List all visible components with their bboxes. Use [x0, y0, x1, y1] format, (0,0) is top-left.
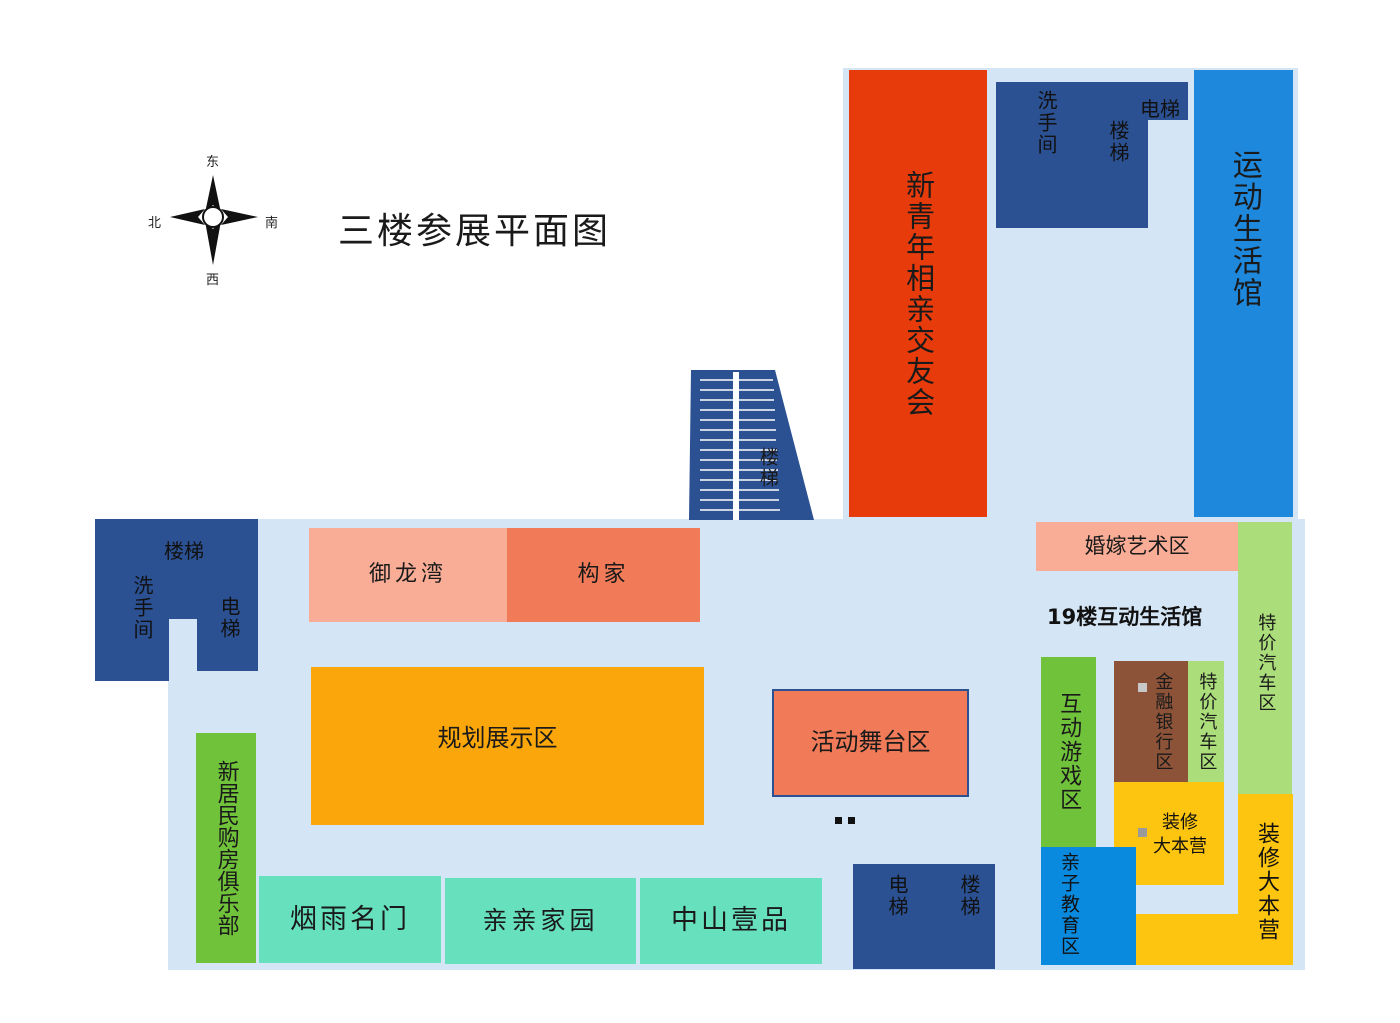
zone-zhongshan-label: 中山壹品	[671, 905, 791, 937]
zone-qinzi-label: 亲子教育区	[1058, 852, 1080, 957]
zone-goujia-label: 构家	[577, 562, 630, 588]
zone-jinrong[interactable]: 金融银行区	[1114, 661, 1188, 782]
zone-jinrong-label: 金融银行区	[1152, 671, 1174, 772]
stair-ne-label: 楼梯	[1106, 120, 1130, 164]
compass-south: 南	[265, 216, 279, 231]
zone-xinjumin[interactable]: 新居民购房俱乐部	[196, 733, 256, 963]
zone-zhongshan[interactable]: 中山壹品	[640, 878, 822, 964]
zone-zhuangxiu-right-label: 装修大本营	[1254, 822, 1279, 942]
zone-tejia-right-label: 特价汽车区	[1255, 613, 1277, 713]
zone-xinjumin-label: 新居民购房俱乐部	[213, 760, 239, 936]
service-block-w	[95, 519, 258, 619]
restroom-ne-label: 洗手间	[1034, 90, 1058, 156]
zone-xinqingnian-label: 新青年相亲交友会	[901, 169, 936, 418]
elevator-s-label: 电梯	[885, 874, 909, 918]
zone-guihua-label: 规划展示区	[437, 724, 558, 753]
zone-hunjia[interactable]: 婚嫁艺术区	[1036, 522, 1238, 571]
zone-hudong-game[interactable]: 互动游戏区	[1041, 657, 1096, 847]
restroom-w-label: 洗手间	[130, 575, 154, 641]
zone-yanyu[interactable]: 烟雨名门	[259, 876, 441, 963]
zone-yulongwan[interactable]: 御龙湾	[309, 528, 507, 622]
zone-yanyu-label: 烟雨名门	[290, 903, 410, 935]
zone-yundong[interactable]: 运动生活馆	[1194, 70, 1293, 517]
zone-yundong-label: 运动生活馆	[1226, 148, 1262, 309]
zone-hunjia-label: 婚嫁艺术区	[1084, 534, 1190, 559]
marker-square-1	[835, 817, 842, 824]
compass-rose-icon	[170, 175, 258, 265]
zone-guihua[interactable]: 规划展示区	[311, 667, 704, 825]
marker-square-2	[848, 817, 855, 824]
zone-wutai[interactable]: 活动舞台区	[772, 689, 969, 797]
zone-goujia[interactable]: 构家	[507, 528, 700, 622]
service-block-ne	[996, 82, 1148, 228]
elevator-ne[interactable]	[1134, 82, 1188, 120]
zone-tejia-right[interactable]: 特价汽车区	[1238, 522, 1292, 794]
restroom-w[interactable]	[95, 610, 169, 681]
zone-qinqin[interactable]: 亲亲家园	[445, 878, 636, 964]
zone-qinzi[interactable]	[1041, 847, 1136, 965]
stair-s-label: 楼梯	[957, 874, 981, 918]
stair-w-label: 楼梯	[164, 539, 204, 563]
page-title: 三楼参展平面图	[338, 211, 612, 252]
zone-hudong19-label: 19楼互动生活馆	[1047, 605, 1203, 629]
service-block-s[interactable]	[853, 864, 995, 969]
zone-tejia-inner-label: 特价汽车区	[1196, 671, 1218, 772]
zone-wutai-label: 活动舞台区	[810, 728, 931, 757]
zone-yulongwan-label: 御龙湾	[368, 562, 447, 588]
elevator-ne-label: 电梯	[1140, 97, 1180, 121]
zhuangxiu-marker	[1138, 828, 1147, 837]
zone-zhuangxiu-inner-label-1: 装修	[1162, 812, 1198, 833]
zone-tejia-inner[interactable]: 特价汽车区	[1188, 661, 1224, 782]
compass-north: 北	[148, 216, 162, 231]
zone-zhuangxiu-right-bottom	[1135, 914, 1293, 965]
compass: 东 西 北 南	[148, 150, 285, 288]
stair-top-center[interactable]	[688, 370, 818, 522]
jinrong-marker	[1138, 683, 1147, 692]
zone-zhuangxiu-inner-label-2: 大本营	[1153, 836, 1207, 857]
elevator-w-label: 电梯	[217, 596, 241, 640]
zone-xinqingnian[interactable]: 新青年相亲交友会	[849, 70, 987, 517]
elevator-w[interactable]	[197, 610, 258, 671]
stair-top-center-label: 楼梯	[756, 447, 779, 489]
zone-hudong-game-label: 互动游戏区	[1056, 692, 1082, 812]
compass-west: 西	[206, 273, 220, 288]
zone-qinqin-label: 亲亲家园	[482, 905, 599, 935]
compass-east: 东	[206, 155, 220, 170]
